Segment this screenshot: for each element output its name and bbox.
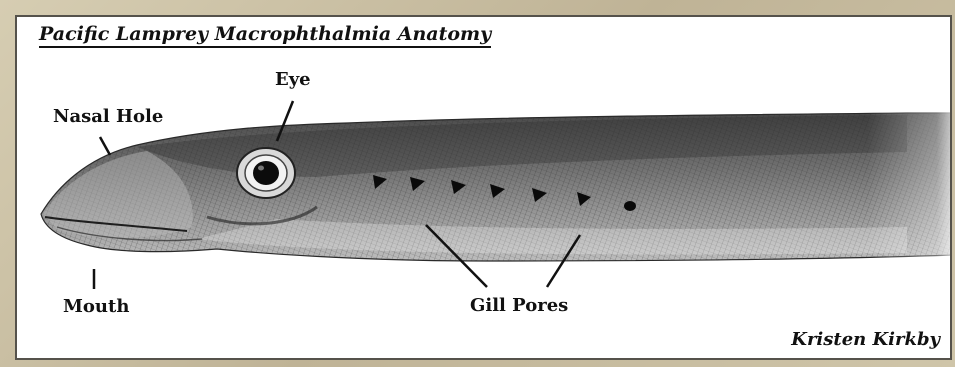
artist-credit: Kristen Kirkby [791,329,940,350]
label-nasal-hole: Nasal Hole [53,106,163,127]
label-mouth: Mouth [63,296,129,317]
label-eye: Eye [275,69,311,90]
eye-icon [237,148,295,198]
illustration-panel: Pacific Lamprey Macrophthalmia Anatomy [15,15,952,360]
label-gill-pores: Gill Pores [470,295,568,316]
